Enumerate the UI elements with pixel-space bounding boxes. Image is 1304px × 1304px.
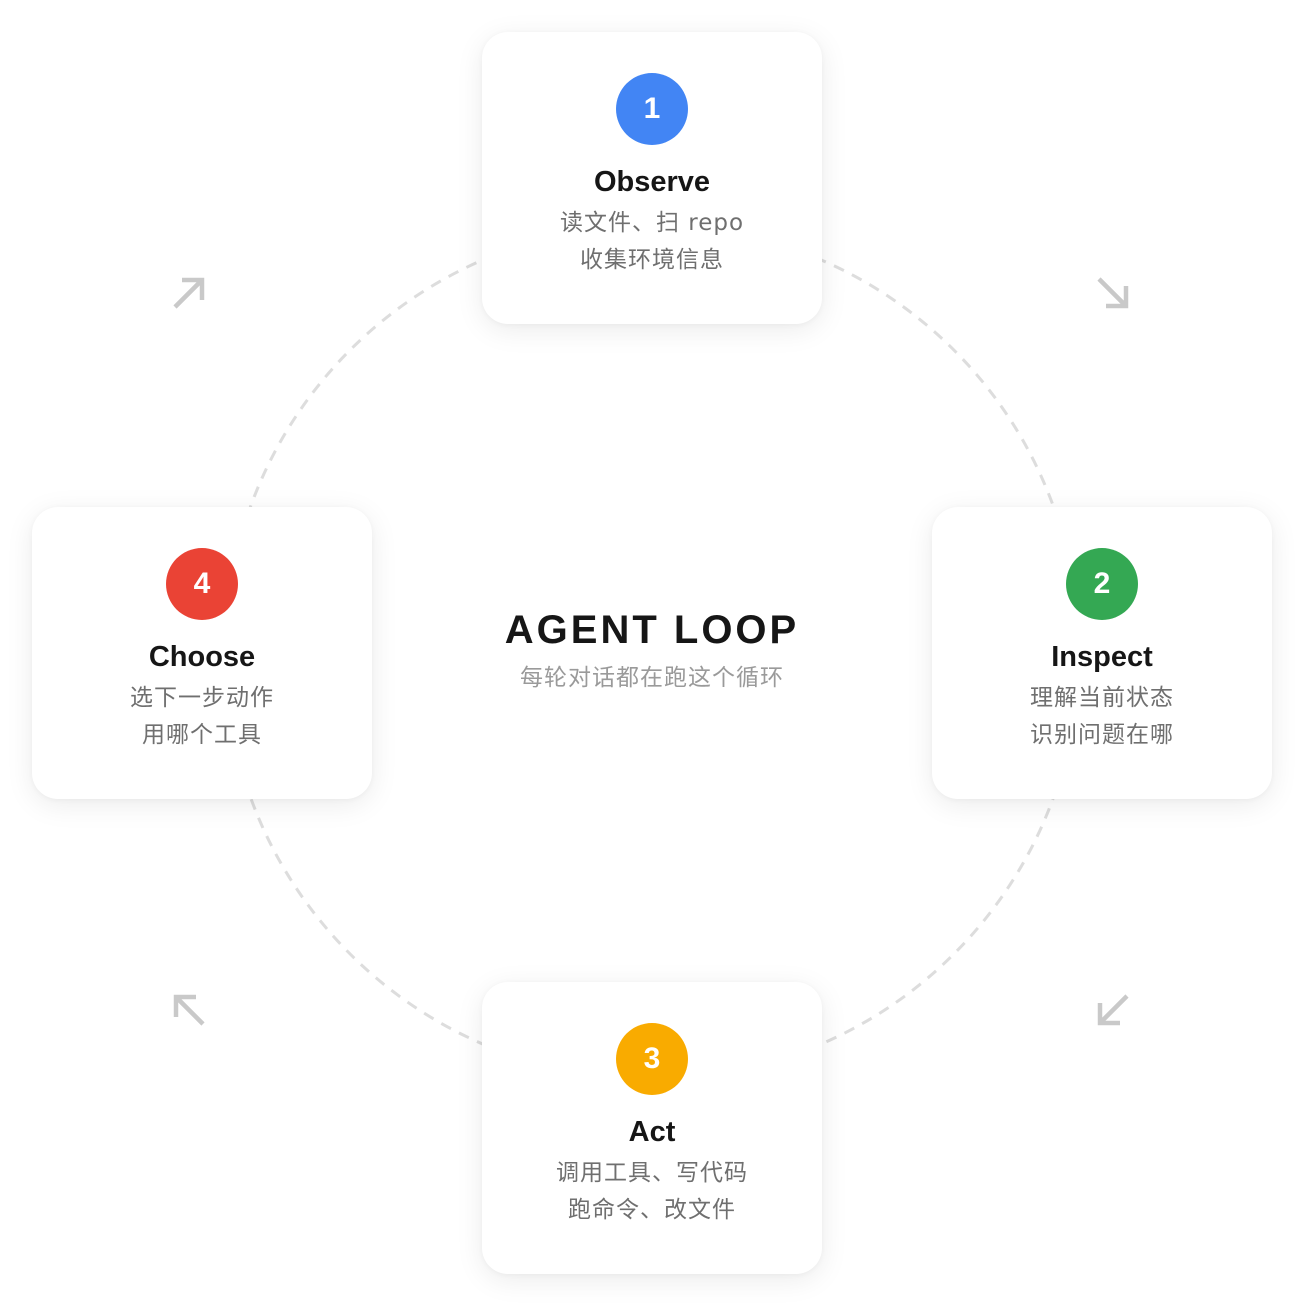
step-description-line: 理解当前状态	[1030, 685, 1174, 711]
step-number-badge: 4	[166, 548, 238, 620]
diagram-title: AGENT LOOP	[504, 608, 800, 652]
step-title: Inspect	[1051, 641, 1153, 673]
arrow-down-right-icon	[1097, 277, 1129, 309]
step-title: Choose	[148, 641, 256, 673]
step-card-observe: 1 Observe 读文件、扫 repo 收集环境信息	[482, 32, 822, 324]
arrow-down-left-icon	[1097, 994, 1129, 1026]
loop-center-label: AGENT LOOP 每轮对话都在跑这个循环	[402, 606, 902, 694]
step-description-line: 调用工具、写代码	[556, 1160, 748, 1186]
step-description-line: 选下一步动作	[130, 685, 274, 711]
step-card-choose: 4 Choose 选下一步动作 用哪个工具	[32, 507, 372, 799]
step-description-line: 用哪个工具	[142, 722, 262, 748]
arrow-up-left-icon	[173, 994, 205, 1026]
step-description-line: 识别问题在哪	[1030, 722, 1174, 748]
step-title: Act	[628, 1116, 676, 1148]
step-card-inspect: 2 Inspect 理解当前状态 识别问题在哪	[932, 507, 1272, 799]
step-description-line: 收集环境信息	[580, 247, 724, 273]
diagram-subtitle: 每轮对话都在跑这个循环	[520, 665, 784, 691]
step-number-badge: 1	[616, 73, 688, 145]
step-number-badge: 3	[616, 1023, 688, 1095]
step-description-line: 跑命令、改文件	[568, 1197, 736, 1223]
arrow-up-right-icon	[173, 277, 205, 309]
step-card-act: 3 Act 调用工具、写代码 跑命令、改文件	[482, 982, 822, 1274]
step-title: Observe	[593, 166, 711, 198]
step-number-badge: 2	[1066, 548, 1138, 620]
step-description-line: 读文件、扫 repo	[559, 210, 745, 236]
